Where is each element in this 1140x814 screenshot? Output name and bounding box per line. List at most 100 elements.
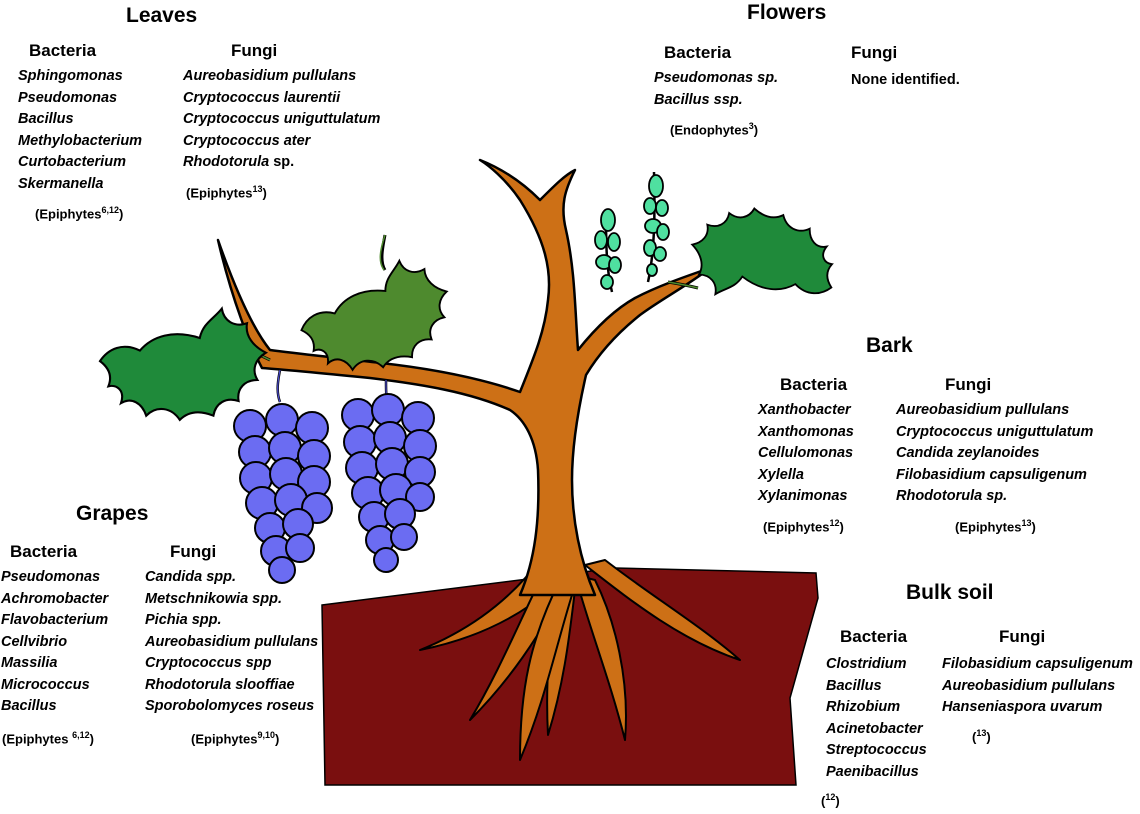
leaves-fungi-column: Fungi Aureobasidium pullulans Cryptococc… (183, 40, 380, 202)
leaves-bacteria-column: Bacteria Sphingomonas Pseudomonas Bacill… (18, 40, 142, 223)
list-item: Candida zeylanoides (896, 445, 1040, 461)
list-item: Metschnikowia spp. (145, 590, 282, 607)
grapes-fungi-heading: Fungi (170, 542, 217, 561)
list-item: Cryptococcus laurentii (183, 89, 341, 106)
bark-fungi-reference: (Epiphytes13) (955, 517, 1036, 534)
list-item: Achromobacter (1, 590, 109, 607)
bark-title: Bark (866, 334, 913, 357)
flowers-fungi-heading: Fungi (851, 43, 898, 62)
list-item: Aureobasidium pullulans (942, 677, 1116, 694)
flowers-bacteria-list: Pseudomonas sp. Bacillus ssp. (654, 68, 778, 111)
bulk-soil-bacteria-column: Bacteria Clostridium Bacillus Rhizobium … (821, 626, 927, 810)
list-item: Bacillus (826, 677, 882, 694)
flowers-fungi-text: None identified. (851, 72, 960, 88)
list-item: Pseudomonas sp. (654, 70, 779, 86)
bark-bacteria-column: Bacteria Xanthobacter Xanthomonas Cellul… (758, 374, 854, 536)
leaves-title: Leaves (126, 4, 198, 27)
leaves-fungi-reference: (Epiphytes13) (186, 183, 267, 200)
list-item: Micrococcus (1, 676, 90, 693)
list-item: Paenibacillus (826, 763, 919, 780)
bulk-soil-bacteria-heading: Bacteria (840, 627, 908, 646)
trunk (216, 158, 712, 597)
roots (419, 559, 741, 761)
flowers-bacteria-heading: Bacteria (664, 43, 732, 62)
vine-leaf-left (98, 307, 267, 421)
list-item: Streptococcus (826, 742, 927, 758)
list-item: Rhodotorula sp. (183, 154, 295, 170)
grapes-bacteria-heading: Bacteria (10, 542, 78, 561)
list-item: Aureobasidium pullulans (183, 68, 357, 84)
grapes-fungi-column: Fungi Candida spp. Metschnikowia spp. Pi… (145, 541, 318, 748)
flower-cluster-left (594, 208, 622, 290)
grapes-title: Grapes (76, 502, 149, 525)
bulk-soil-bacteria-list: Clostridium Bacillus Rhizobium Acinetoba… (826, 654, 927, 783)
list-item: Curtobacterium (18, 154, 126, 170)
leaves-bacteria-reference: (Epiphytes6,12) (35, 205, 124, 222)
vine-leaf-right (678, 188, 850, 332)
bulk-soil-fungi-column: Fungi Filobasidium capsuligenum Aureobas… (942, 626, 1133, 746)
bulk-soil-fungi-reference: (13) (972, 727, 991, 744)
list-item: Bacillus ssp. (654, 91, 743, 108)
flowers-bacteria-reference: (Endophytes3) (670, 121, 759, 138)
list-item: Cellvibrio (1, 633, 68, 650)
bark-bacteria-list: Xanthobacter Xanthomonas Cellulomonas Xy… (758, 400, 854, 508)
list-item: Clostridium (826, 656, 907, 672)
leaves-bacteria-list: Sphingomonas Pseudomonas Bacillus Methyl… (18, 66, 142, 195)
list-item: Bacillus (18, 111, 74, 127)
list-item: Skermanella (18, 175, 104, 192)
list-item: Filobasidium capsuligenum (896, 466, 1087, 483)
grape-cluster-right (341, 393, 437, 573)
grapes-bacteria-column: Bacteria Pseudomonas Achromobacter Flavo… (1, 541, 108, 748)
grapes-fungi-reference: (Epiphytes9,10) (191, 729, 280, 746)
bark-fungi-column: Fungi Aureobasidium pullulans Cryptococc… (896, 374, 1093, 536)
list-item: Cryptococcus uniguttulatum (183, 111, 381, 127)
list-item: Xanthobacter (758, 402, 851, 418)
leaves-fungi-heading: Fungi (231, 41, 278, 60)
bark-bacteria-reference: (Epiphytes12) (763, 517, 844, 534)
list-item: Xanthomonas (758, 423, 854, 440)
bulk-soil-fungi-heading: Fungi (999, 627, 1046, 646)
list-item: Xylella (758, 466, 804, 483)
list-item: Sporobolomyces roseus (145, 698, 315, 714)
flowers-bacteria-column: Bacteria Pseudomonas sp. Bacillus ssp. (… (654, 42, 778, 139)
list-item: Methylobacterium (18, 132, 143, 149)
list-item: Bacillus (1, 698, 57, 714)
list-item: Aureobasidium pullulans (145, 633, 319, 650)
list-item: Filobasidium capsuligenum (942, 656, 1133, 672)
list-item: Acinetobacter (826, 720, 923, 737)
flowers-title: Flowers (747, 1, 827, 24)
list-item: Cellulomonas (758, 445, 854, 461)
list-item: Rhodotorula sp. (896, 488, 1008, 504)
bulk-soil-bacteria-reference: (12) (821, 792, 840, 809)
leaves-fungi-list: Aureobasidium pullulans Cryptococcus lau… (183, 66, 380, 174)
grape-cluster-left (233, 403, 333, 584)
list-item: Xylanimonas (758, 488, 848, 504)
list-item: Sphingomonas (18, 68, 123, 84)
list-item: Pichia spp. (145, 612, 222, 628)
list-item: Hanseniaspora uvarum (942, 699, 1103, 715)
grapes-bacteria-list: Pseudomonas Achromobacter Flavobacterium… (1, 567, 108, 718)
bark-bacteria-heading: Bacteria (780, 375, 848, 394)
bulk-soil-title: Bulk soil (906, 581, 994, 604)
list-item: Rhizobium (826, 699, 901, 715)
list-item: Aureobasidium pullulans (896, 402, 1070, 418)
bark-fungi-list: Aureobasidium pullulans Cryptococcus uni… (896, 400, 1093, 508)
list-item: Pseudomonas (1, 569, 101, 585)
flower-cluster-right (643, 174, 670, 277)
leaf-stems (239, 234, 699, 362)
list-item: Candida spp. (145, 569, 237, 585)
leaves-bacteria-heading: Bacteria (29, 41, 97, 60)
grapes-bacteria-reference: (Epiphytes 6,12) (2, 729, 94, 746)
list-item: Pseudomonas (18, 89, 118, 106)
list-item: Cryptococcus uniguttulatum (896, 423, 1094, 440)
list-item: Rhodotorula slooffiae (145, 676, 295, 693)
soil-block (321, 567, 819, 786)
grapes-fungi-list: Candida spp. Metschnikowia spp. Pichia s… (145, 567, 318, 718)
list-item: Massilia (1, 655, 58, 671)
bulk-soil-fungi-list: Filobasidium capsuligenum Aureobasidium … (942, 654, 1133, 719)
bark-fungi-heading: Fungi (945, 375, 992, 394)
list-item: Cryptococcus ater (183, 132, 311, 149)
list-item: Cryptococcus spp (145, 655, 272, 671)
list-item: Flavobacterium (1, 612, 109, 628)
